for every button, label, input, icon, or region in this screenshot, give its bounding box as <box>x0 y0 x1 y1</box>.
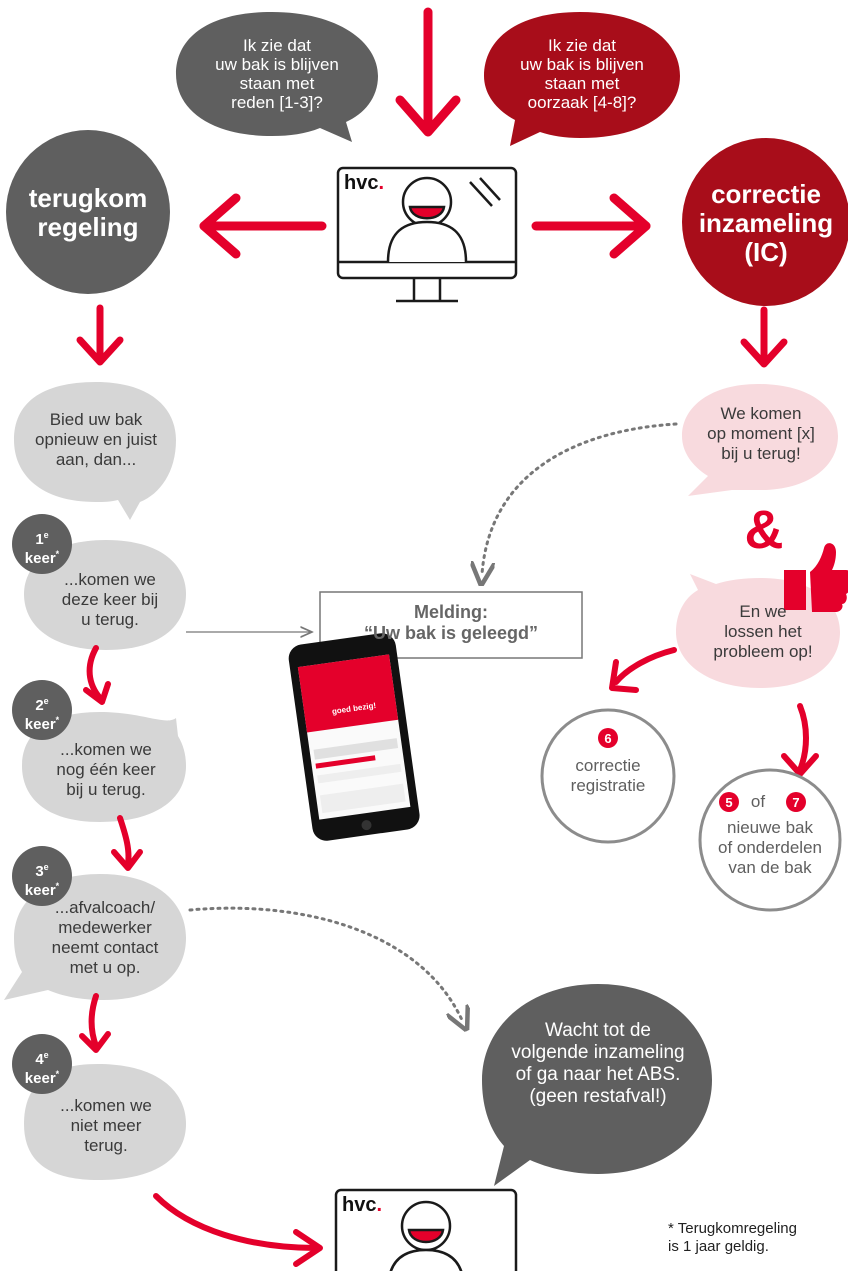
outcome-a-num-dot <box>598 728 618 748</box>
badge-2-word: keer <box>24 716 56 733</box>
dotted-arrow-to-notification <box>482 422 678 574</box>
wait-text: Wacht tot de volgende inzameling of ga n… <box>511 1020 685 1107</box>
arrow-step-1-2 <box>83 645 111 705</box>
outcome-b-num2-dot <box>786 792 806 812</box>
logo-dot: . <box>378 172 385 194</box>
bubble-question-left <box>176 12 378 142</box>
question-left: Ik zie dat uw bak is blijven staan met r… <box>215 36 339 112</box>
outcome-b-num1-dot <box>719 792 739 812</box>
bubble-come-back <box>682 384 838 496</box>
outcome-b-text: nieuwe bak of onderdelen van de bak <box>718 818 822 877</box>
thumbs-up-icon <box>784 543 848 612</box>
title-terugkomregeling: terugkom regeling <box>28 183 148 242</box>
step-2-text: ...komen we nog één keer bij u terug. <box>56 740 156 799</box>
phone-illustration <box>288 633 420 841</box>
arrow-step-3-4 <box>79 993 111 1053</box>
ampersand: & <box>744 500 784 560</box>
badge-4-num: 4 <box>35 1051 44 1068</box>
bubble-question-right <box>484 12 680 146</box>
logo-text-bottom: hvc <box>342 1194 377 1216</box>
arrow-step-4-monitor <box>153 1193 323 1267</box>
badge-1-word: keer <box>24 550 56 567</box>
badge-3-label: 3e keer* <box>16 860 68 898</box>
monitor-logo-top: hvc. <box>344 172 414 195</box>
come-back-text: We komen op moment [x] bij u terug! <box>707 404 815 463</box>
step-1-text: ...komen we deze keer bij u terug. <box>61 570 159 629</box>
badge-1-num: 1 <box>35 531 44 548</box>
arrow-to-nieuwe-bak <box>781 703 819 777</box>
badge-step-1 <box>12 514 72 574</box>
outcome-b-num2: 7 <box>792 795 800 810</box>
question-right: Ik zie dat uw bak is blijven staan met o… <box>520 36 644 112</box>
arrow-down-top <box>395 7 461 137</box>
ring-correctie-registratie <box>540 708 676 844</box>
bubble-wait <box>482 984 712 1186</box>
outcome-a-num: 6 <box>604 731 612 746</box>
monitor-bottom <box>334 1188 518 1271</box>
logo-dot-bottom: . <box>376 1194 383 1216</box>
step-3-text: ...afvalcoach/ medewerker neemt contact … <box>51 898 159 977</box>
badge-2-star: * <box>55 715 60 725</box>
badge-2-num: 2 <box>35 697 44 714</box>
circle-correctie-inzameling <box>682 138 848 306</box>
bubble-step-4 <box>24 1064 186 1180</box>
badge-step-4 <box>12 1034 72 1094</box>
outcome-b-num1: 5 <box>725 795 733 810</box>
arrow-to-correctie <box>609 647 677 693</box>
badge-step-3 <box>12 846 72 906</box>
outcome-b-of: of <box>750 792 766 811</box>
outcome-a-text: correctie registratie <box>570 756 646 795</box>
footnote: * Terugkomregeling is 1 jaar geldig. <box>668 1220 797 1255</box>
badge-2-label: 2e keer* <box>16 694 68 732</box>
monitor-top <box>336 166 518 303</box>
notification-text: Melding: “Uw bak is geleegd” <box>363 602 539 643</box>
logo-text: hvc <box>344 172 379 194</box>
arrow-right <box>531 193 651 259</box>
badge-4-star: * <box>55 1069 60 1079</box>
badge-1-star: * <box>55 549 60 559</box>
badge-3-star: * <box>55 881 60 891</box>
intro-text: Bied uw bak opnieuw en juist aan, dan... <box>35 410 157 469</box>
step-4-text: ...komen we niet meer terug. <box>60 1096 152 1155</box>
badge-1-sup: e <box>43 530 49 540</box>
badge-1-label: 1e keer* <box>16 528 68 566</box>
bubble-intro <box>14 382 176 520</box>
monitor-logo-bottom: hvc. <box>342 1194 412 1217</box>
badge-3-num: 3 <box>35 863 44 880</box>
arrow-left <box>199 193 327 259</box>
bubble-step-1 <box>24 540 186 650</box>
dotted-arrow-to-wait <box>188 906 462 1020</box>
title-correctie-inzameling: correctie inzameling (IC) <box>698 179 834 267</box>
circle-terugkomregeling <box>6 130 170 294</box>
badge-step-2 <box>12 680 72 740</box>
badge-4-word: keer <box>24 1070 56 1087</box>
solve-text: En we lossen het probleem op! <box>713 602 813 661</box>
badge-4-sup: e <box>43 1050 49 1060</box>
arrow-down-left <box>76 304 124 366</box>
arrow-down-right <box>740 306 788 368</box>
badge-2-sup: e <box>43 696 49 706</box>
badge-3-word: keer <box>24 882 56 899</box>
arrow-step-2-3 <box>111 815 143 871</box>
badge-4-label: 4e keer* <box>16 1048 68 1086</box>
bubble-step-3 <box>4 874 186 1000</box>
badge-3-sup: e <box>43 862 49 872</box>
bubble-step-2 <box>22 712 186 822</box>
